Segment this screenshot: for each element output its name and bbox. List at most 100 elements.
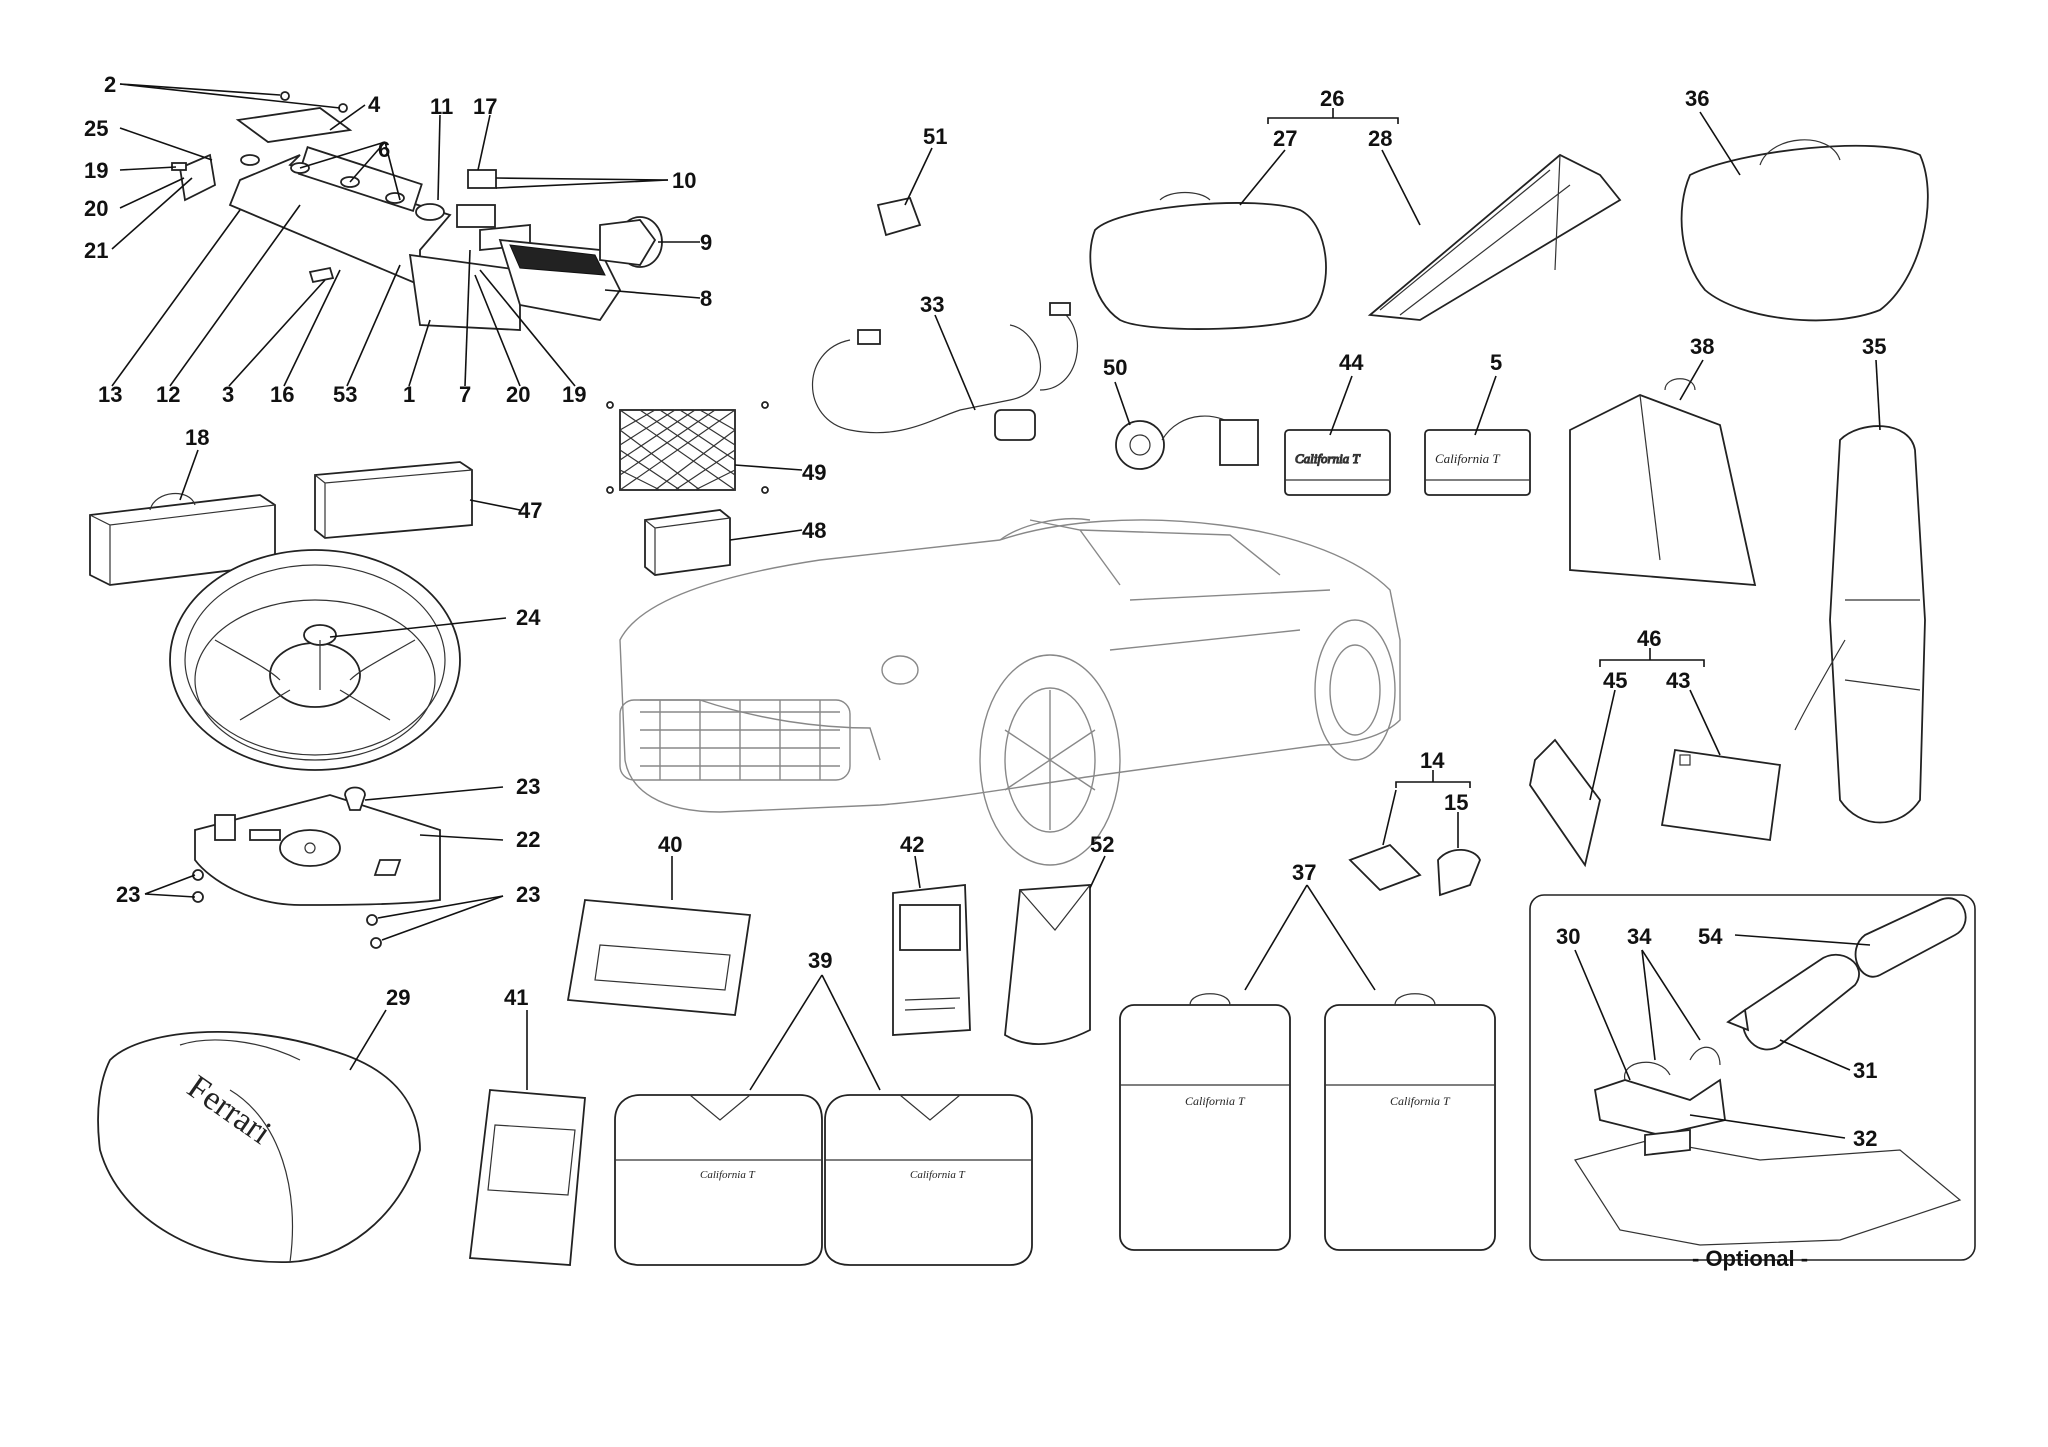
callout-20-left: 20 bbox=[84, 196, 108, 221]
callout-32: 32 bbox=[1853, 1126, 1877, 1151]
item-54-extinguisher-sleeve bbox=[1854, 897, 1967, 978]
callout-52: 52 bbox=[1090, 832, 1114, 857]
item-41-booklet bbox=[468, 1089, 586, 1266]
storage-tray-assembly bbox=[171, 91, 663, 331]
callout-43: 43 bbox=[1666, 668, 1690, 693]
callout-11: 11 bbox=[430, 94, 453, 119]
callout-51: 51 bbox=[923, 124, 947, 149]
callout-18: 18 bbox=[185, 425, 209, 450]
callout-23-right: 23 bbox=[516, 882, 540, 907]
callout-37: 37 bbox=[1292, 860, 1316, 885]
callout-31: 31 bbox=[1853, 1058, 1877, 1083]
item-37-suitcase-right: California T bbox=[1324, 993, 1496, 1251]
callout-13: 13 bbox=[98, 382, 122, 407]
item-22-wheel-bracket bbox=[192, 786, 441, 949]
callout-53: 53 bbox=[333, 382, 357, 407]
item-50-charging-socket bbox=[1115, 415, 1259, 470]
callout-6: 6 bbox=[378, 137, 390, 162]
optional-label: - Optional - bbox=[1692, 1246, 1808, 1271]
callout-12: 12 bbox=[156, 382, 180, 407]
item-47-box bbox=[314, 461, 473, 539]
item-36-duffel-bag bbox=[1680, 139, 1929, 322]
item-32-floor-plate bbox=[1574, 1128, 1962, 1246]
callout-7: 7 bbox=[459, 382, 471, 407]
item-51-bracket bbox=[876, 196, 922, 237]
car-outline bbox=[619, 518, 1401, 866]
item-39-bag-right: California T bbox=[824, 1094, 1033, 1266]
item-43-document bbox=[1660, 748, 1782, 842]
item-30-extinguisher-bracket bbox=[1593, 1046, 1726, 1136]
callout-16: 16 bbox=[270, 382, 294, 407]
callout-50: 50 bbox=[1103, 355, 1127, 380]
item-24-spare-wheel bbox=[169, 549, 461, 771]
callout-1: 1 bbox=[403, 382, 415, 407]
callout-45: 45 bbox=[1603, 668, 1627, 693]
callout-23-top: 23 bbox=[516, 774, 540, 799]
item-44-pouch: California T bbox=[1284, 429, 1391, 496]
item-5-pouch: California T bbox=[1424, 429, 1531, 496]
item-49-cargo-net bbox=[606, 401, 769, 494]
optional-box bbox=[1529, 894, 1976, 1261]
callout-29: 29 bbox=[386, 985, 410, 1010]
callout-2: 2 bbox=[104, 72, 116, 97]
item-27-soft-case bbox=[1089, 191, 1327, 330]
callout-36: 36 bbox=[1685, 86, 1709, 111]
callout-5: 5 bbox=[1490, 350, 1502, 375]
california-logo-39b: California T bbox=[910, 1169, 966, 1181]
item-39-bag-left: California T bbox=[614, 1094, 823, 1266]
item-40-manual bbox=[566, 899, 752, 1016]
california-logo-37a: California T bbox=[1185, 1094, 1246, 1108]
callout-40: 40 bbox=[658, 832, 682, 857]
callout-22: 22 bbox=[516, 827, 540, 852]
callout-15: 15 bbox=[1444, 790, 1468, 815]
item-37-suitcase-left: California T bbox=[1119, 993, 1291, 1251]
item-15-gloves bbox=[1437, 848, 1481, 897]
california-logo-37b: California T bbox=[1390, 1094, 1451, 1108]
callout-46: 46 bbox=[1637, 626, 1661, 651]
item-33-charger-cable bbox=[811, 302, 1078, 441]
callout-34: 34 bbox=[1627, 924, 1652, 949]
callout-20-right: 20 bbox=[506, 382, 530, 407]
callout-4: 4 bbox=[368, 92, 381, 117]
callout-8: 8 bbox=[700, 286, 712, 311]
callout-23-left: 23 bbox=[116, 882, 140, 907]
callout-35: 35 bbox=[1862, 334, 1886, 359]
item-42-leaflet bbox=[892, 883, 971, 1036]
callout-26: 26 bbox=[1320, 86, 1344, 111]
item-14-cloth bbox=[1348, 843, 1422, 892]
callout-54: 54 bbox=[1698, 924, 1723, 949]
callout-38: 38 bbox=[1690, 334, 1714, 359]
item-28-wind-deflector bbox=[1367, 153, 1622, 321]
item-48-small-box bbox=[644, 509, 731, 576]
item-38-garment-bag bbox=[1569, 378, 1757, 586]
item-52-pouch bbox=[1004, 884, 1091, 1045]
callout-39: 39 bbox=[808, 948, 832, 973]
callout-48: 48 bbox=[802, 518, 826, 543]
california-logo-39a: California T bbox=[700, 1169, 756, 1181]
item-29-car-cover-bag: Ferrari bbox=[97, 1031, 421, 1263]
callout-44: 44 bbox=[1339, 350, 1364, 375]
item-45-document-wallet bbox=[1529, 738, 1601, 868]
item-31-extinguisher bbox=[1726, 954, 1860, 1051]
callout-42: 42 bbox=[900, 832, 924, 857]
callout-30: 30 bbox=[1556, 924, 1580, 949]
callout-10: 10 bbox=[672, 168, 696, 193]
callout-28: 28 bbox=[1368, 126, 1392, 151]
callout-25: 25 bbox=[84, 116, 108, 141]
callout-24: 24 bbox=[516, 605, 541, 630]
california-logo-44: California T bbox=[1295, 451, 1360, 466]
callout-17: 17 bbox=[473, 94, 497, 119]
leader-lines bbox=[111, 83, 1881, 1139]
callout-41: 41 bbox=[504, 985, 528, 1010]
callout-labels: 2 4 25 6 11 17 10 19 20 21 9 8 13 12 3 1… bbox=[84, 72, 1886, 1271]
california-logo-5: California T bbox=[1435, 451, 1500, 466]
callout-47: 47 bbox=[518, 498, 542, 523]
callout-49: 49 bbox=[802, 460, 826, 485]
callout-3: 3 bbox=[222, 382, 234, 407]
callout-19-right: 19 bbox=[562, 382, 586, 407]
item-35-golf-bag bbox=[1794, 425, 1926, 824]
callout-21: 21 bbox=[84, 238, 108, 263]
callout-9: 9 bbox=[700, 230, 712, 255]
callout-19-left: 19 bbox=[84, 158, 108, 183]
